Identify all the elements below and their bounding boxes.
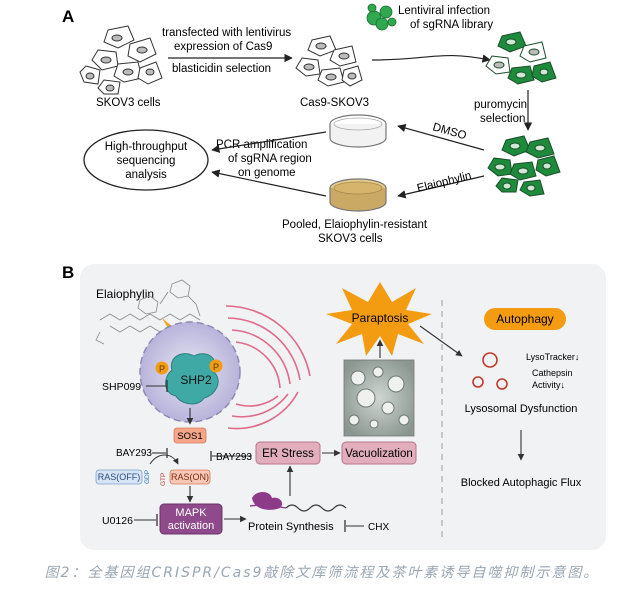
selected-cells-illustration: [487, 135, 561, 197]
er-stress-box: [255, 441, 321, 465]
ras-on-label: RAS(ON): [171, 472, 209, 482]
vacuolization-label: Vacuolization: [345, 448, 413, 460]
figure-canvas: A SKOV3 cells transfected with lentiviru…: [62, 3, 606, 550]
paraptosis-label: Paraptosis: [352, 311, 409, 325]
dmso-label: DMSO: [431, 121, 468, 142]
arrow-pcr-top: [211, 131, 327, 153]
hts-oval: [83, 129, 209, 191]
panel-b-label: B: [62, 263, 74, 282]
bay293-right-label: BAY293: [216, 452, 252, 463]
ras-on-box: [169, 469, 211, 485]
autophagy-badge: [484, 308, 566, 330]
gdp-label: GDP: [144, 470, 151, 484]
panel-a-label: A: [62, 7, 74, 26]
skov3-cells-illustration: [79, 25, 163, 95]
er-stress-label: ER Stress: [262, 448, 314, 460]
arrow-paraptosis-to-lysosome: [419, 325, 463, 357]
lysosomal-dysfunction-label: Lysosomal Dysfunction: [465, 403, 578, 415]
arrow-dmso: [397, 123, 485, 151]
elaiophylin-molecule-icon: [95, 279, 201, 345]
lysotracker-label: LysoTracker↓: [526, 352, 579, 362]
puromycin-line1: puromycin: [474, 99, 527, 111]
cas9-skov3-label: Cas9-SKOV3: [300, 97, 369, 109]
vacuole-micrograph: [343, 359, 415, 437]
arrow-pcr-bottom: [211, 169, 327, 197]
arrow-ras-exchange: [149, 454, 179, 465]
gtp-label: GTP: [160, 473, 167, 486]
elaiophylin-dish: [329, 178, 387, 212]
mapk-line1: MAPK: [175, 507, 207, 519]
lentiviral-line1: Lentiviral infection: [398, 5, 490, 17]
phospho-left-label: P: [159, 364, 165, 374]
blocked-flux-label: Blocked Autophagic Flux: [461, 477, 582, 489]
cathepsin-line1: Cathepsin: [532, 368, 573, 378]
puromycin-line2: selection: [480, 113, 525, 125]
elaiophylin-compound-label: Elaiophylin: [96, 287, 154, 301]
paraptosis-starburst: [326, 282, 432, 356]
dmso-dish: [329, 114, 387, 148]
hts-line3: analysis: [125, 169, 167, 181]
arrow-to-infected: [371, 54, 491, 63]
phospho-right-label: P: [213, 362, 219, 372]
hts-line2: sequencing: [117, 155, 176, 167]
cathepsin-line2: Activity↓: [532, 380, 565, 390]
infected-cells-illustration: [485, 31, 557, 85]
endoplasmic-reticulum-illustration: [225, 305, 311, 430]
shp099-label: SHP099: [102, 381, 141, 393]
mapk-box: [159, 503, 223, 535]
ribosome-icon: [249, 492, 287, 510]
chx-label: CHX: [368, 522, 389, 533]
elaiophylin-label-a: Elaiophylin: [416, 170, 473, 195]
lentivirus-icon: [366, 3, 397, 31]
pooled-line1: Pooled, Elaiophylin-resistant: [282, 219, 428, 231]
step1-line1: transfected with lentivirus: [162, 27, 291, 39]
bay293-left-label: BAY293: [116, 448, 152, 459]
pcr-line1: PCR amplification: [216, 139, 307, 151]
mrna-strand: [285, 504, 347, 512]
phospho-left-icon: [155, 361, 169, 375]
hts-line1: High-throughput: [105, 141, 188, 153]
sos1-label: SOS1: [177, 431, 202, 442]
ras-off-label: RAS(OFF): [98, 472, 141, 482]
arrow-elaiophylin: [397, 175, 485, 199]
sos1-box: [173, 427, 207, 444]
protein-synthesis-label: Protein Synthesis: [248, 521, 334, 533]
vacuolization-box: [341, 441, 417, 465]
autophagy-label: Autophagy: [496, 312, 553, 326]
lysosome-icons: [472, 352, 508, 390]
step1-line3: blasticidin selection: [172, 63, 271, 75]
cas9-skov3-cells-illustration: [295, 35, 363, 87]
lentiviral-line2: of sgRNA library: [410, 19, 493, 31]
mapk-line2: activation: [168, 520, 214, 532]
shp2-protein-icon: [165, 353, 219, 405]
figure-caption: 图2：全基因组CRISPR/Cas9敲除文库筛流程及茶叶素诱导自噬抑制示意图。: [44, 565, 600, 581]
shp2-label: SHP2: [180, 373, 212, 387]
phospho-right-icon: [209, 359, 223, 373]
pcr-line3: on genome: [238, 167, 296, 179]
pooled-line2: SKOV3 cells: [318, 233, 383, 245]
ras-off-box: [95, 469, 143, 485]
step1-line2: expression of Cas9: [174, 41, 272, 53]
pcr-line2: of sgRNA region: [228, 153, 312, 165]
u0126-label: U0126: [102, 515, 133, 527]
skov3-cells-label: SKOV3 cells: [96, 97, 161, 109]
